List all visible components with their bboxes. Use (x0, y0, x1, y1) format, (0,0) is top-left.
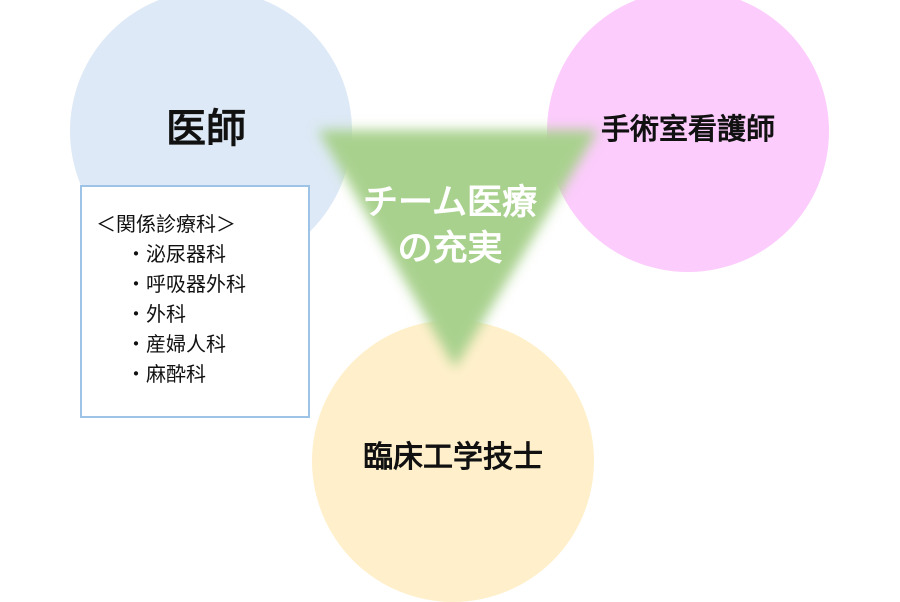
bullet: ・ (126, 272, 146, 296)
bullet: ・ (126, 332, 146, 356)
bullet: ・ (126, 302, 146, 326)
team-line-1: チーム医療 (363, 183, 537, 223)
department-item: ・麻酔科 (96, 359, 308, 389)
department-item: ・産婦人科 (96, 329, 308, 359)
team-line-2: の充実 (397, 229, 503, 269)
department-item: ・呼吸器外科 (96, 269, 308, 299)
departments-heading: ＜関係診療科＞ (96, 212, 236, 236)
departments-box: ＜関係診療科＞ ・泌尿器科 ・呼吸器外科 ・外科 ・産婦人科 ・麻酔科 (80, 185, 310, 418)
clinical-engineer-label: 臨床工学技士 (363, 440, 543, 475)
doctor-label: 医師 (166, 106, 246, 152)
department-label: 産婦人科 (146, 332, 226, 356)
team-medicine-text: チーム医療 の充実 (330, 180, 570, 272)
clinical-engineer-circle: 臨床工学技士 (312, 320, 594, 602)
bullet: ・ (126, 362, 146, 386)
department-label: 泌尿器科 (146, 242, 226, 266)
department-item: ・外科 (96, 299, 308, 329)
department-label: 外科 (146, 302, 186, 326)
or-nurse-label: 手術室看護師 (600, 112, 775, 146)
department-label: 麻酔科 (146, 362, 206, 386)
department-label: 呼吸器外科 (146, 272, 246, 296)
department-item: ・泌尿器科 (96, 239, 308, 269)
bullet: ・ (126, 242, 146, 266)
